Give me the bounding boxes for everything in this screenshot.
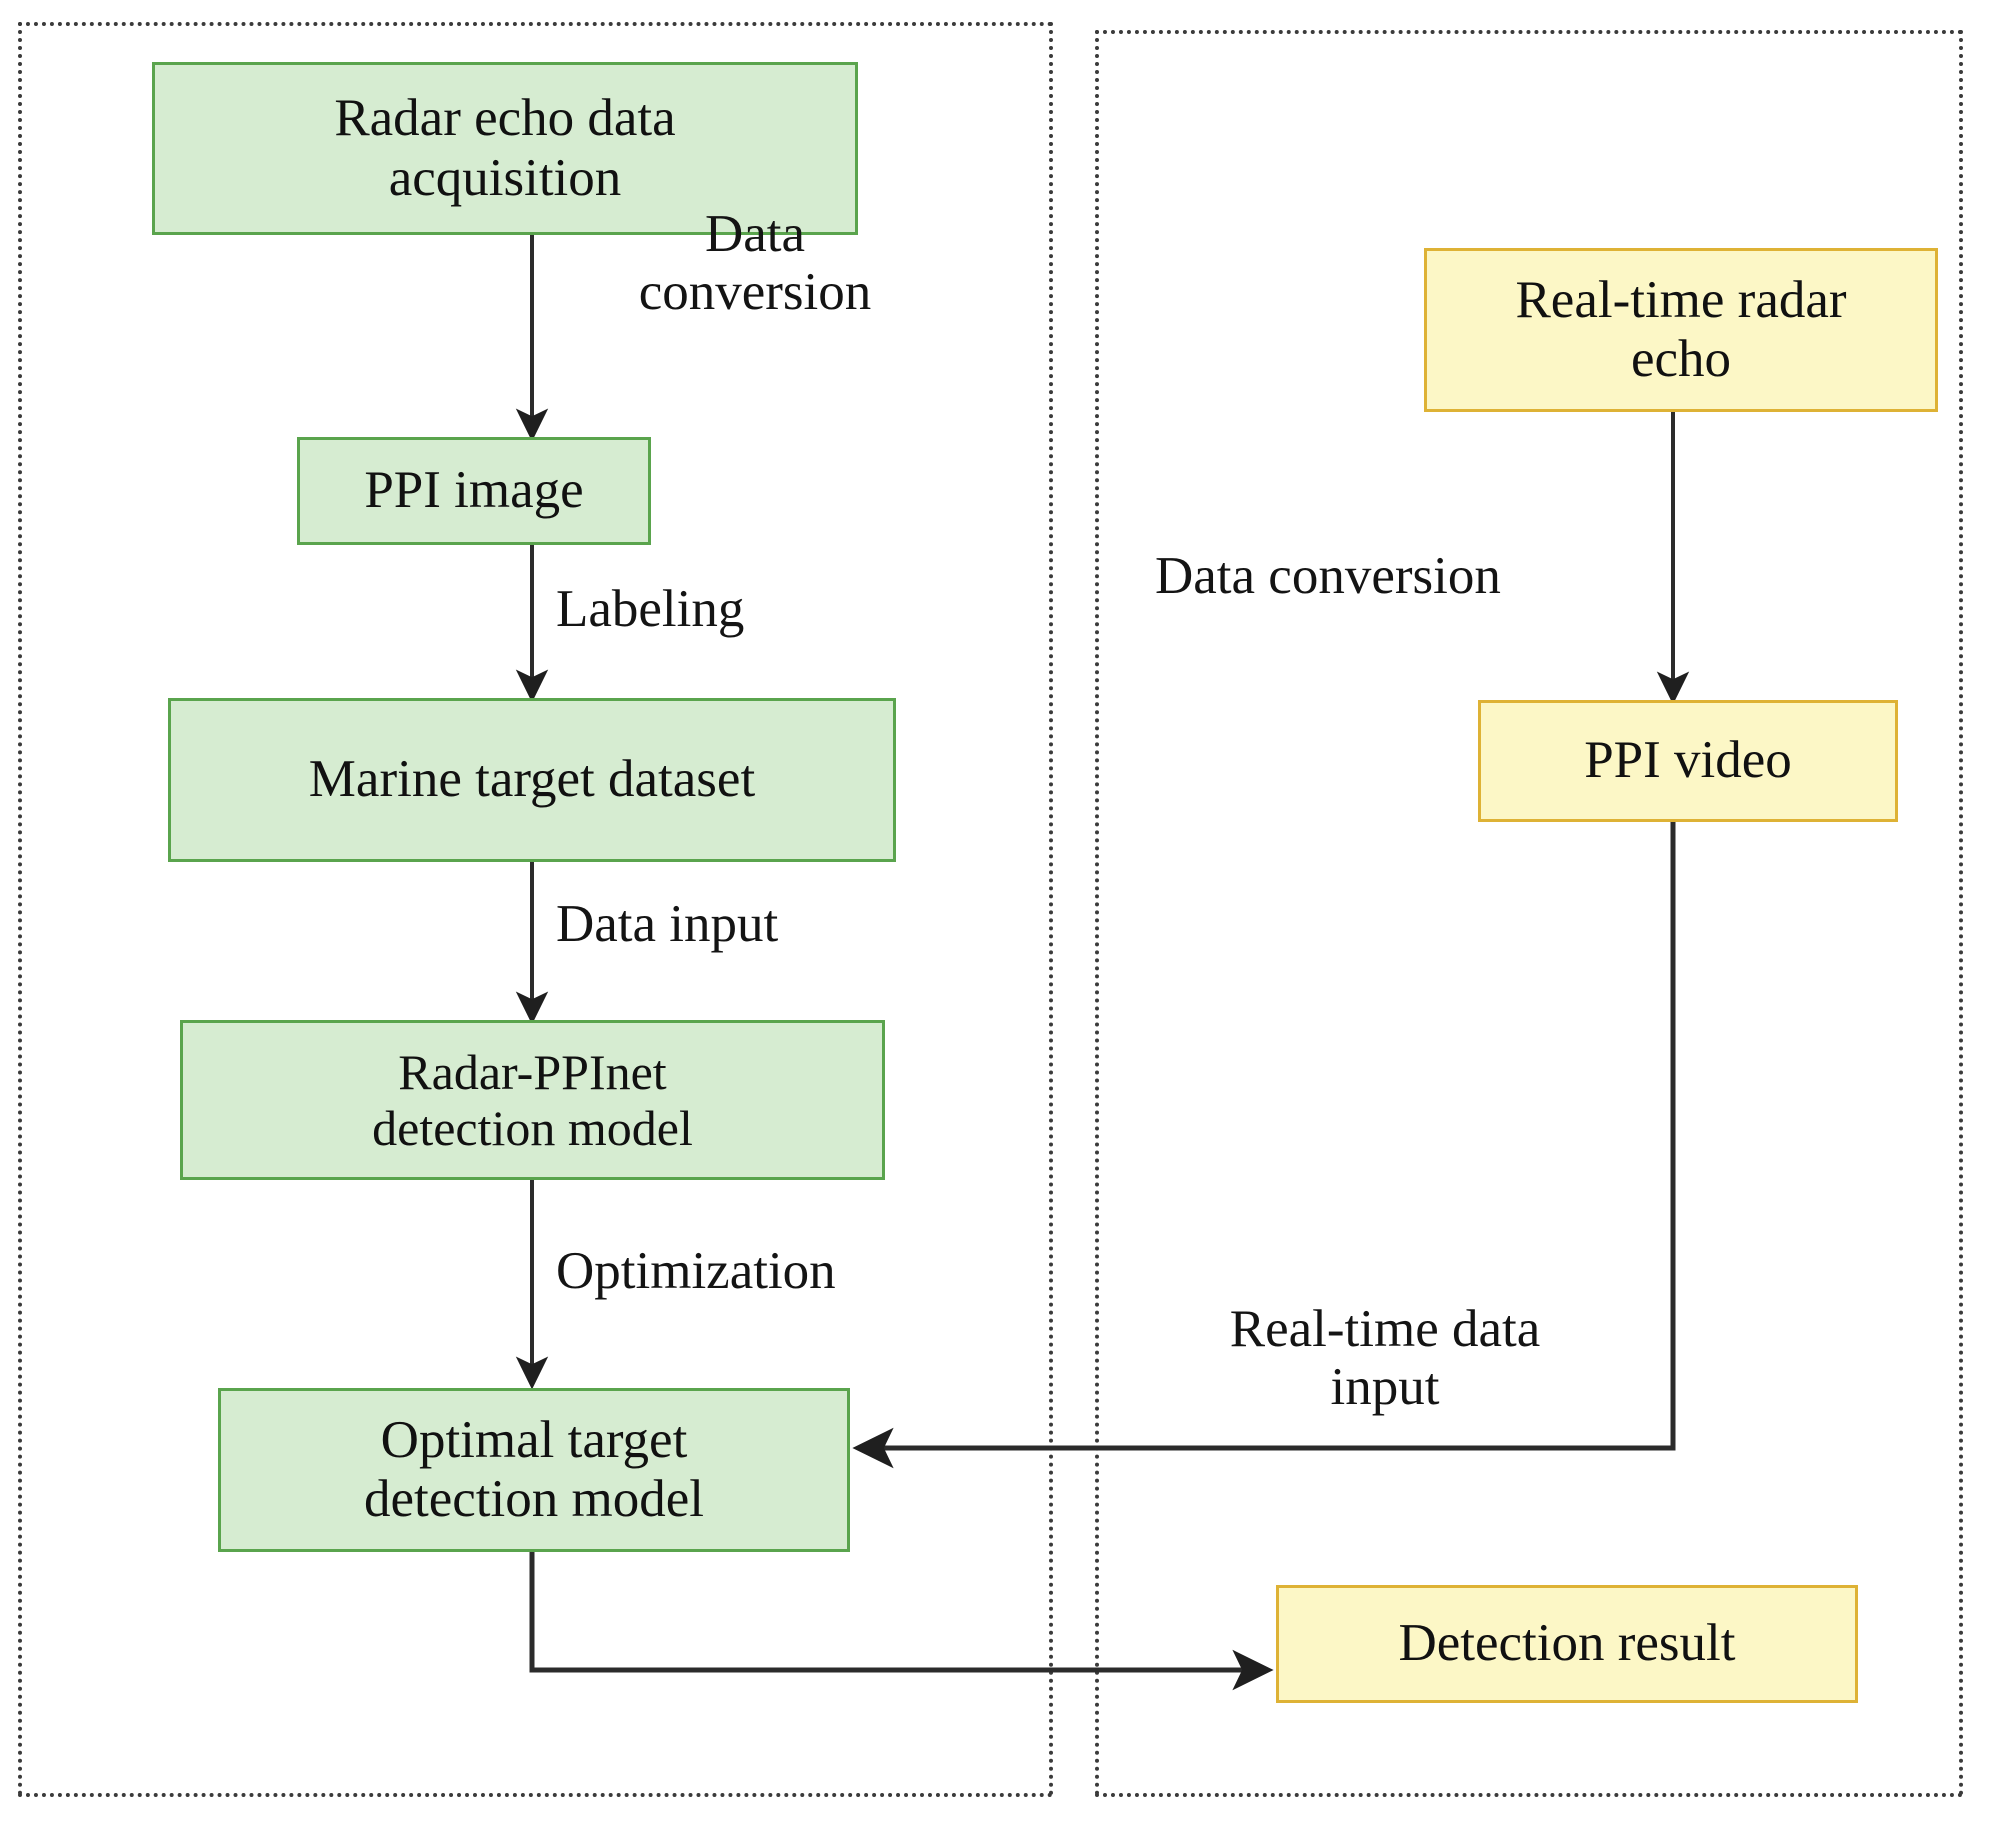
- node-ppi-video[interactable]: PPI video: [1478, 700, 1898, 822]
- node-detection-result[interactable]: Detection result: [1276, 1585, 1858, 1703]
- node-label: PPI video: [1584, 731, 1792, 790]
- edge-label-data-input: Data input: [556, 895, 779, 953]
- edge-label-real-time-data-input: Real-time data input: [1229, 1300, 1541, 1417]
- node-radar-ppinet-detection-model[interactable]: Radar-PPInet detection model: [180, 1020, 885, 1180]
- node-label: Real-time radar echo: [1515, 270, 1847, 388]
- panel-offline-training: [18, 22, 1053, 1797]
- edge-label-labeling: Labeling: [556, 580, 745, 638]
- panel-online-inference: [1095, 30, 1963, 1797]
- edge-label-data-conversion-left: Data conversion: [638, 205, 872, 322]
- node-radar-echo-data-acquisition[interactable]: Radar echo data acquisition: [152, 62, 858, 235]
- node-ppi-image[interactable]: PPI image: [297, 437, 651, 545]
- node-label: PPI image: [364, 461, 584, 520]
- edge-ppi-video-to-optimal-model: [852, 822, 1676, 1469]
- edge-label-optimization: Optimization: [556, 1242, 836, 1300]
- node-label: Radar echo data acquisition: [334, 89, 676, 207]
- node-real-time-radar-echo[interactable]: Real-time radar echo: [1424, 248, 1938, 412]
- edge-label-data-conversion-right: Data conversion: [1155, 547, 1501, 605]
- node-marine-target-dataset[interactable]: Marine target dataset: [168, 698, 896, 862]
- node-label: Radar-PPInet detection model: [372, 1044, 693, 1156]
- node-label: Detection result: [1398, 1614, 1736, 1673]
- edge-optimal-to-detection-result: [529, 1552, 1274, 1691]
- node-label: Optimal target detection model: [364, 1410, 704, 1528]
- node-optimal-target-detection-model[interactable]: Optimal target detection model: [218, 1388, 850, 1552]
- node-label: Marine target dataset: [308, 750, 756, 809]
